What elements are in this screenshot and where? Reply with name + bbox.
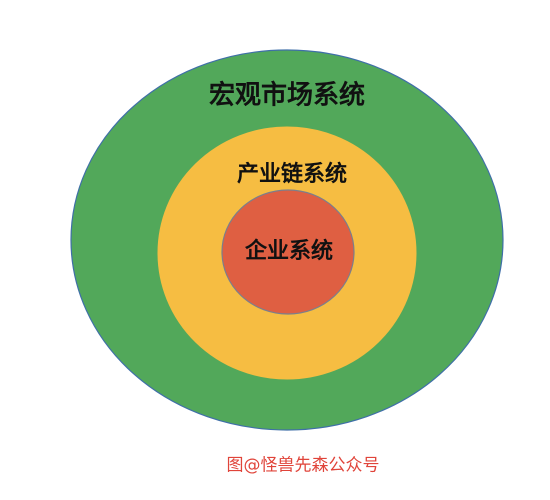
watermark-text: 图@怪兽先森公众号	[226, 455, 380, 476]
inner-circle-enterprise	[221, 189, 355, 315]
industry-chain-system-label: 产业链系统	[236, 162, 348, 187]
macro-market-system-label: 宏观市场系统	[208, 80, 366, 111]
enterprise-system-label: 企业系统	[244, 239, 334, 264]
